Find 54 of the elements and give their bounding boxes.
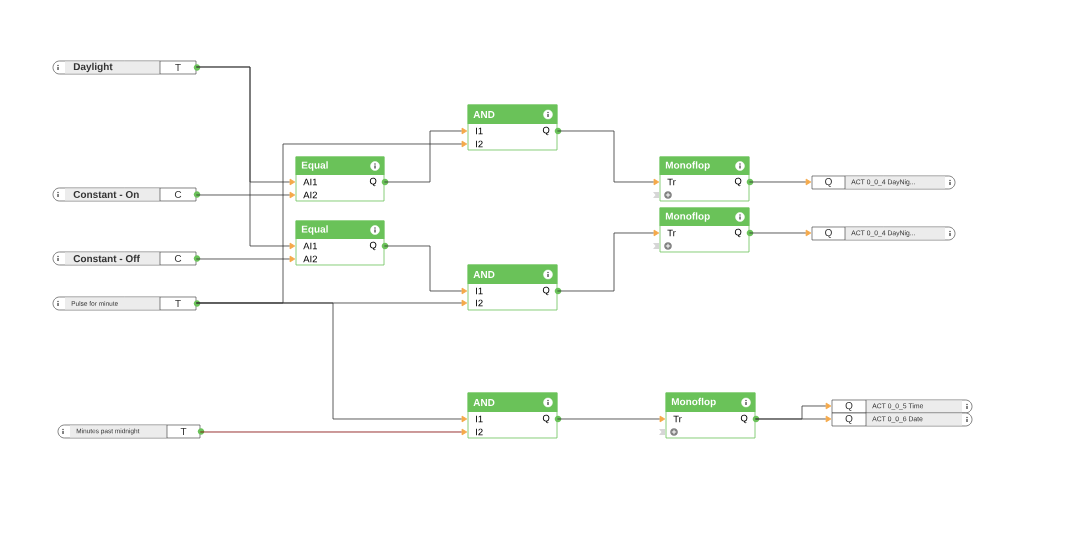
type-label: T [180, 428, 187, 435]
port-label: I2 [476, 299, 483, 307]
port-label: Tr [667, 178, 676, 186]
connector [195, 255, 296, 263]
port-label: Q [845, 402, 853, 411]
connector [384, 245, 468, 295]
port-label: Q [734, 228, 742, 238]
connector [384, 127, 468, 183]
connector [557, 415, 666, 423]
block-title: AND [473, 399, 495, 406]
port-label: Q [369, 241, 377, 251]
port-label: Tr [673, 415, 682, 423]
connector [195, 302, 468, 423]
port-label: Q [825, 229, 832, 238]
input-label: Constant - Off [73, 254, 140, 263]
type-label: T [175, 300, 181, 307]
connector [557, 130, 660, 186]
block-title: AND [473, 271, 495, 278]
port-label: AI1 [303, 178, 317, 186]
connector [199, 428, 468, 436]
port-label: AI2 [303, 255, 317, 263]
port-label: AI1 [303, 242, 317, 250]
port-label: Tr [667, 229, 676, 237]
block-title: Monoflop [671, 397, 716, 408]
block-title: Equal [301, 161, 328, 171]
port-label: I1 [476, 415, 483, 423]
port-label: I2 [476, 140, 483, 148]
port-label: Q [825, 178, 832, 187]
type-label: C [174, 190, 182, 199]
port-label: Q [369, 177, 377, 187]
port-label: Q [542, 126, 550, 136]
port-label: Q [542, 286, 550, 296]
connector [557, 229, 660, 292]
connector [195, 191, 296, 199]
block-title: Monoflop [665, 212, 710, 222]
connector [755, 415, 832, 423]
block-title: Equal [301, 225, 328, 235]
connector [749, 229, 812, 237]
port-label: AI2 [303, 191, 317, 199]
port-label: Q [734, 177, 742, 187]
type-label: T [175, 64, 181, 71]
port-label: Q [740, 414, 748, 424]
port-label: I1 [476, 287, 483, 295]
input-label: Constant - On [73, 190, 139, 199]
block-title: Monoflop [665, 161, 710, 171]
type-label: C [174, 254, 182, 263]
port-label: Q [845, 415, 853, 424]
connector [195, 66, 296, 250]
input-label: Daylight [73, 62, 113, 73]
port-label: Q [542, 414, 550, 424]
connector [749, 178, 812, 186]
block-title: AND [473, 111, 495, 118]
port-label: I2 [476, 428, 483, 436]
port-label: I1 [476, 127, 483, 135]
